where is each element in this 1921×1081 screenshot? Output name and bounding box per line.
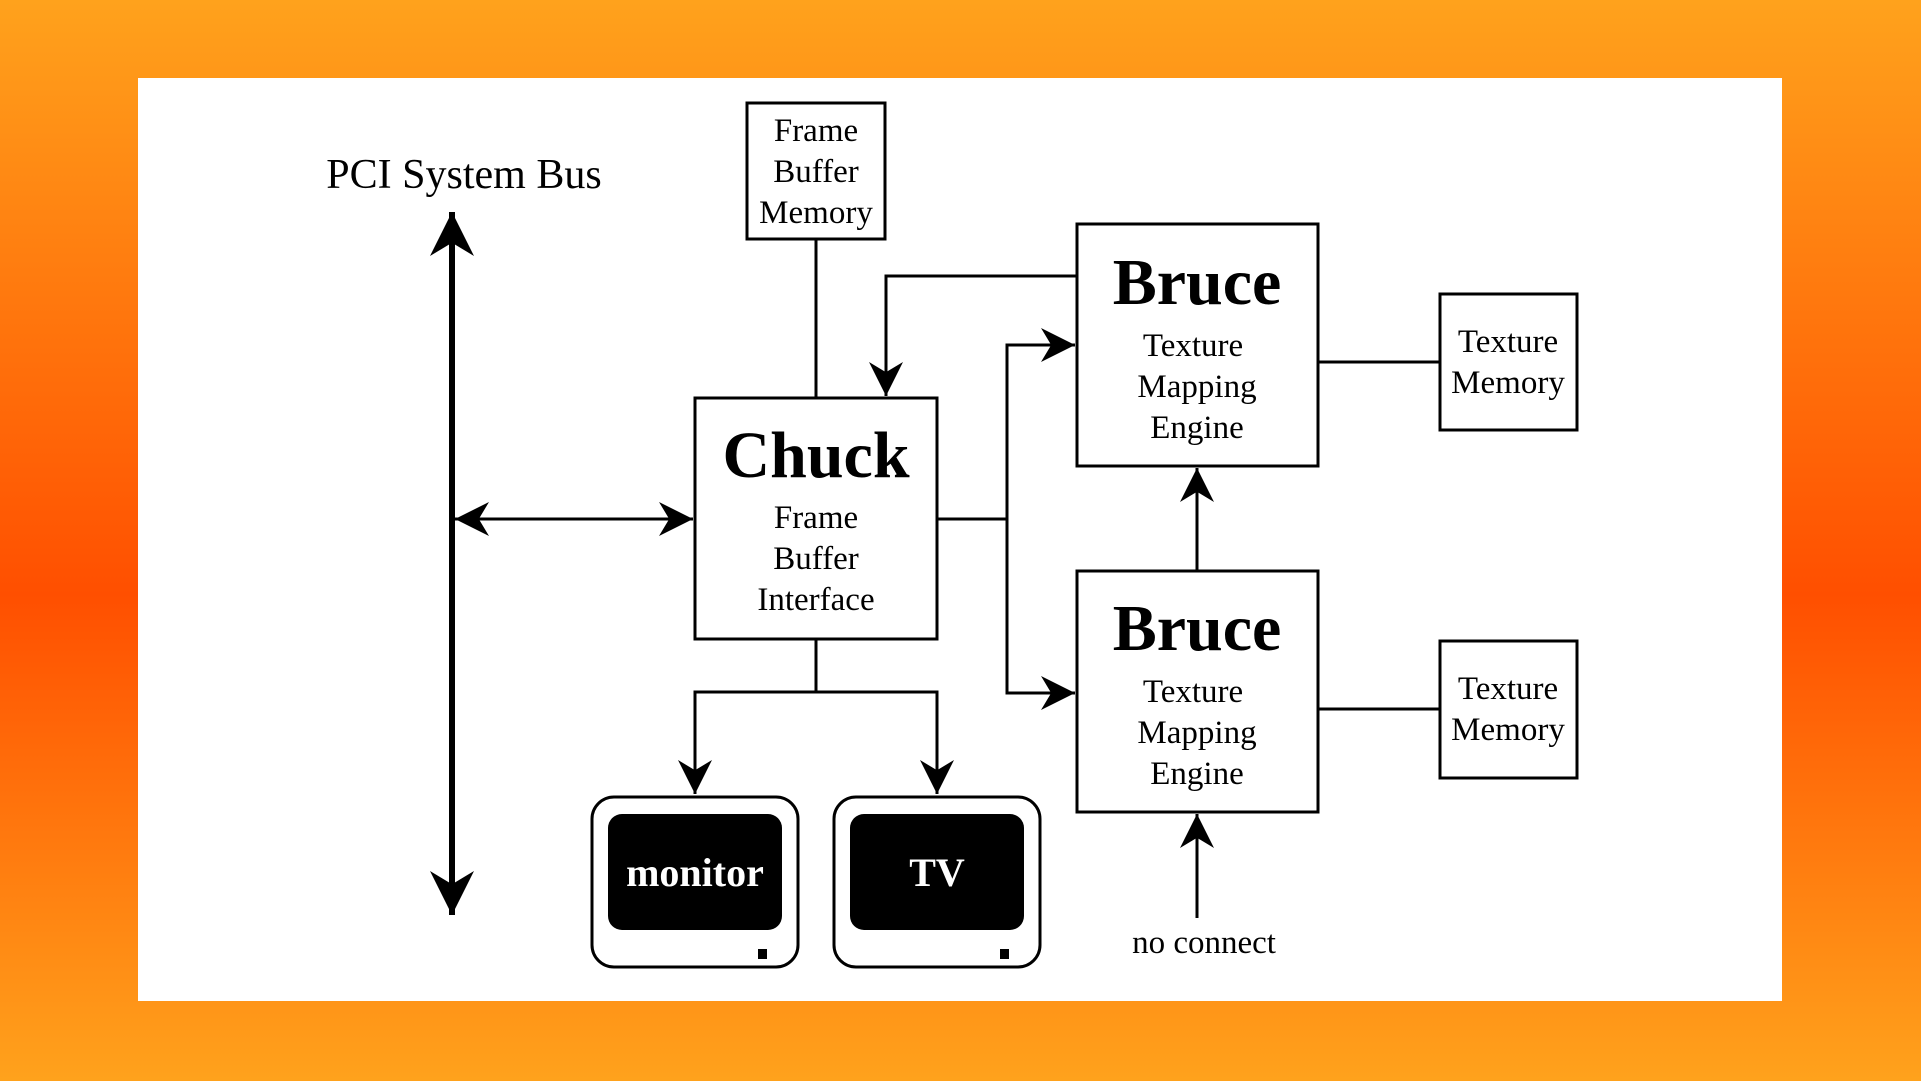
tm-top-line-2: Memory <box>1451 365 1565 401</box>
bruce-top-line-2: Mapping <box>1137 369 1256 405</box>
chuck-to-bruce-bottom-arrow <box>1005 519 1075 710</box>
bruce-top-box: Bruce Texture Mapping Engine <box>1075 222 1320 468</box>
monitor-label: monitor <box>626 850 764 895</box>
texture-memory-top-box: Texture Memory <box>1438 292 1579 432</box>
frame-buffer-memory-box: Frame Buffer Memory <box>745 101 887 241</box>
chuck-to-monitor-arrow <box>678 690 816 794</box>
bruce-bottom-title: Bruce <box>1113 592 1282 665</box>
chuck-to-bruce-top-arrow <box>1005 328 1075 519</box>
tv-icon: TV <box>832 795 1042 969</box>
chuck-box: Chuck Frame Buffer Interface <box>693 396 939 641</box>
fbm-line-1: Frame <box>774 113 858 149</box>
bruce-top-title: Bruce <box>1113 246 1282 319</box>
chuck-line-2: Buffer <box>773 541 859 577</box>
bruce-to-chuck-arrow <box>869 274 1077 396</box>
bruce-bottom-line-2: Mapping <box>1137 715 1256 751</box>
tm-bottom-line-2: Memory <box>1451 712 1565 748</box>
bruce-bottom-line-1: Texture <box>1143 674 1243 710</box>
bruce-top-line-3: Engine <box>1150 410 1243 446</box>
bruce-bottom-box: Bruce Texture Mapping Engine <box>1075 569 1320 814</box>
pci-bus-label: PCI System Bus <box>326 152 601 198</box>
fbm-line-3: Memory <box>759 195 873 231</box>
tm-bottom-line-1: Texture <box>1458 671 1558 707</box>
tm-top-line-1: Texture <box>1458 324 1558 360</box>
fbm-line-2: Buffer <box>773 154 859 190</box>
no-connect-label: no connect <box>1132 925 1276 961</box>
chuck-line-3: Interface <box>757 582 874 618</box>
bruce-bottom-line-3: Engine <box>1150 756 1243 792</box>
tv-label: TV <box>909 850 965 895</box>
chuck-line-1: Frame <box>774 500 858 536</box>
monitor-icon: monitor <box>590 795 800 969</box>
chuck-title: Chuck <box>722 419 909 492</box>
texture-memory-bottom-box: Texture Memory <box>1438 639 1579 780</box>
bruce-top-line-1: Texture <box>1143 328 1243 364</box>
chuck-to-tv-arrow <box>816 690 954 794</box>
